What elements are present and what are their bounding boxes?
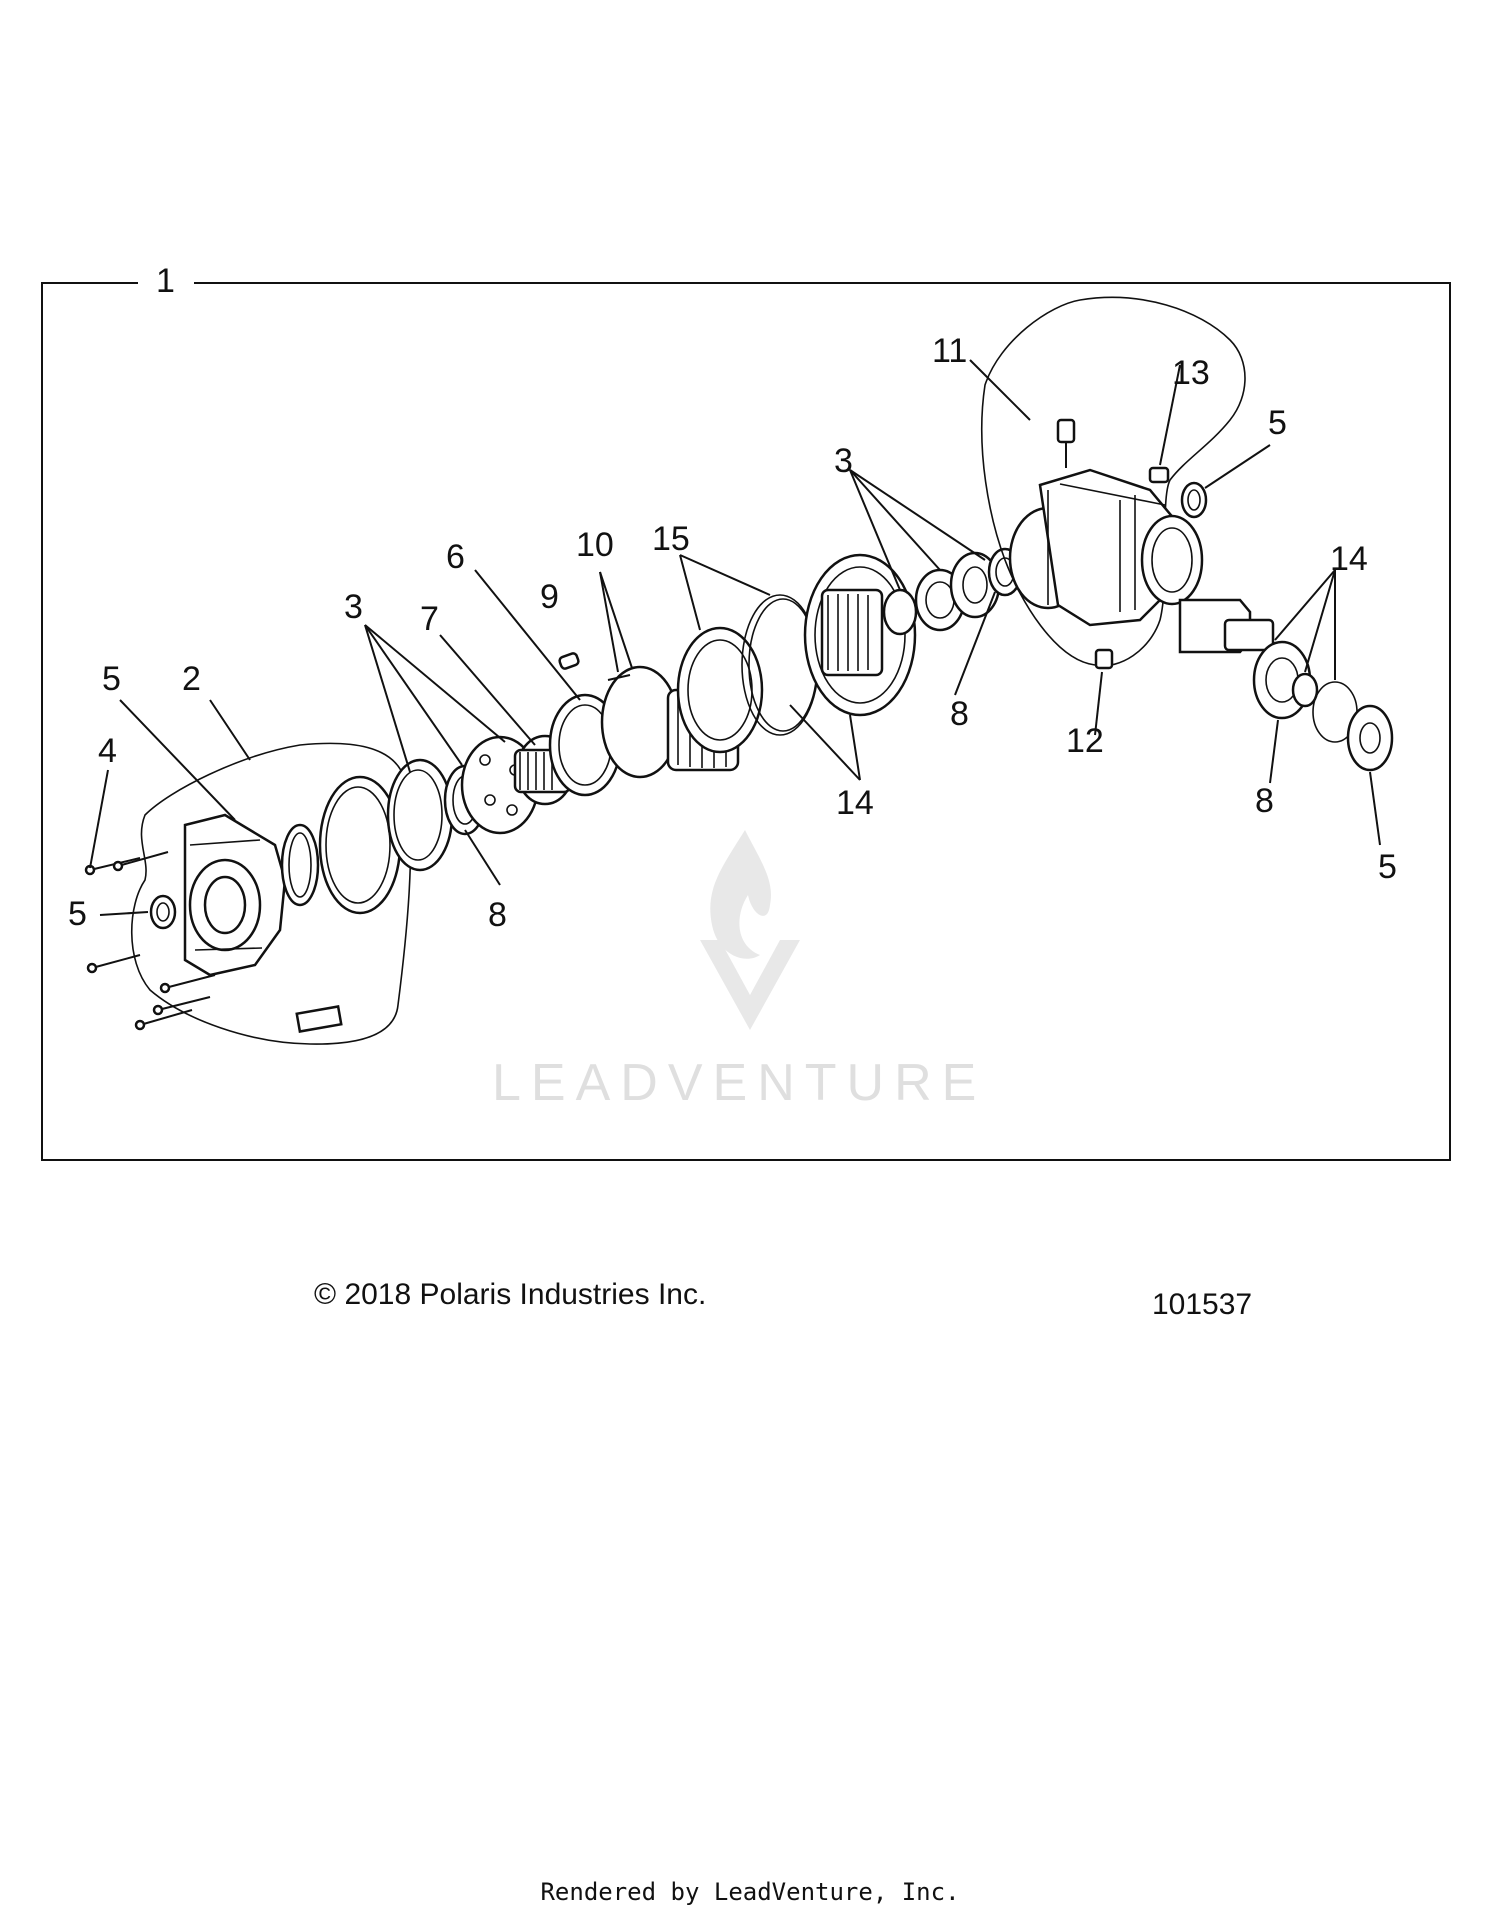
callout-5-upper-left: 5 [102, 660, 121, 698]
callout-1: 1 [156, 262, 175, 300]
watermark-text: LEADVENTURE [492, 1054, 986, 1112]
assembly-frame [41, 282, 1451, 1161]
callout-8-far-right: 8 [1255, 782, 1274, 820]
callout-5-left: 5 [68, 895, 87, 933]
leader-lines [89, 359, 1381, 916]
callout-14-center: 14 [836, 784, 874, 822]
callout-10: 10 [576, 526, 614, 564]
leadventure-watermark-logo: LEADVENTURE [492, 830, 986, 1112]
callout-5-top-right: 5 [1268, 404, 1287, 442]
callout-15: 15 [652, 520, 690, 558]
gear-train-center [386, 547, 1023, 872]
callout-9: 9 [540, 578, 559, 616]
callout-14-right: 14 [1330, 540, 1368, 578]
rendered-by-credit: Rendered by LeadVenture, Inc. [540, 1878, 960, 1906]
housing-assembly-right [980, 296, 1246, 670]
callout-3-left: 3 [344, 588, 363, 626]
copyright-notice: © 2018 Polaris Industries Inc. [314, 1278, 707, 1311]
callout-13: 13 [1172, 354, 1210, 392]
callout-7: 7 [420, 600, 439, 638]
callout-6: 6 [446, 538, 465, 576]
callout-numbers: 1 11 13 5 3 14 10 15 6 9 3 7 5 2 8 12 4 … [68, 262, 1397, 934]
callout-11: 11 [932, 332, 967, 370]
cover-assembly-left [84, 742, 412, 1045]
callout-8-right: 8 [950, 695, 969, 733]
callout-3-right: 3 [834, 442, 853, 480]
callout-2: 2 [182, 660, 201, 698]
drawing-number: 101537 [1152, 1288, 1253, 1321]
callout-4: 4 [98, 732, 117, 770]
callout-12: 12 [1066, 722, 1104, 760]
callout-8-left: 8 [488, 896, 507, 934]
output-shaft-right [1178, 598, 1394, 772]
callout-5-far-right: 5 [1378, 848, 1397, 886]
